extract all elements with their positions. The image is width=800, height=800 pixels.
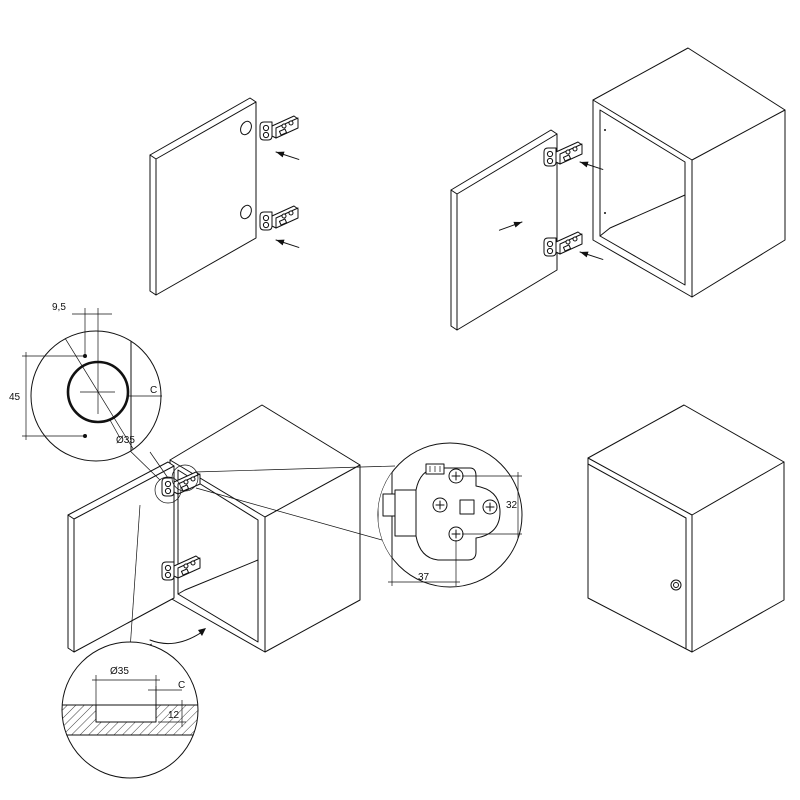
cabinet-closed [587, 404, 785, 653]
arrow-icon [578, 248, 605, 263]
cabinet-middle [169, 404, 361, 653]
screw-icon [432, 497, 448, 513]
detail-marker [154, 476, 182, 504]
arrow-icon [274, 236, 301, 251]
rotate-arrow-icon [149, 628, 206, 645]
dim-d35-top-label: Ø35 [116, 435, 135, 446]
dim-d35-bottom-label: Ø35 [110, 666, 129, 677]
screw-icon [482, 499, 498, 515]
dimension-c-bottom: C [148, 680, 185, 705]
dim-12-label: 12 [168, 710, 180, 721]
hinge-icon [259, 115, 299, 141]
dim-32-label: 32 [506, 500, 518, 511]
detail-circle-drilling [30, 330, 162, 462]
arrow-icon [274, 148, 301, 163]
screw-icon [448, 468, 464, 484]
detail-marker [171, 464, 199, 492]
dim-c-bottom-label: C [178, 680, 185, 691]
dim-37-label: 37 [418, 572, 430, 583]
dimension-32: 32 [462, 472, 522, 538]
dim-c-top-label: C [150, 385, 157, 396]
dimension-37: 37 [388, 540, 460, 586]
door-panel-middle [67, 461, 175, 653]
dimension-d35-bottom: Ø35 [92, 666, 160, 681]
dimension-c-top: C [128, 385, 162, 397]
detail-circle-cup-section [61, 641, 199, 779]
dimension-9-5: 9,5 [52, 302, 112, 370]
cabinet-top-right [592, 47, 786, 298]
dimension-45: 45 [9, 352, 85, 440]
screw-icon [448, 526, 464, 542]
door-panel-top-right [450, 129, 558, 331]
door-panel-top-left [149, 97, 257, 296]
detail-circle-hinge-plate [377, 442, 523, 588]
dim-9-5-label: 9,5 [52, 302, 66, 313]
dimension-12: 12 [158, 700, 186, 727]
dim-45-label: 45 [9, 392, 21, 403]
hinge-icon [259, 205, 299, 231]
